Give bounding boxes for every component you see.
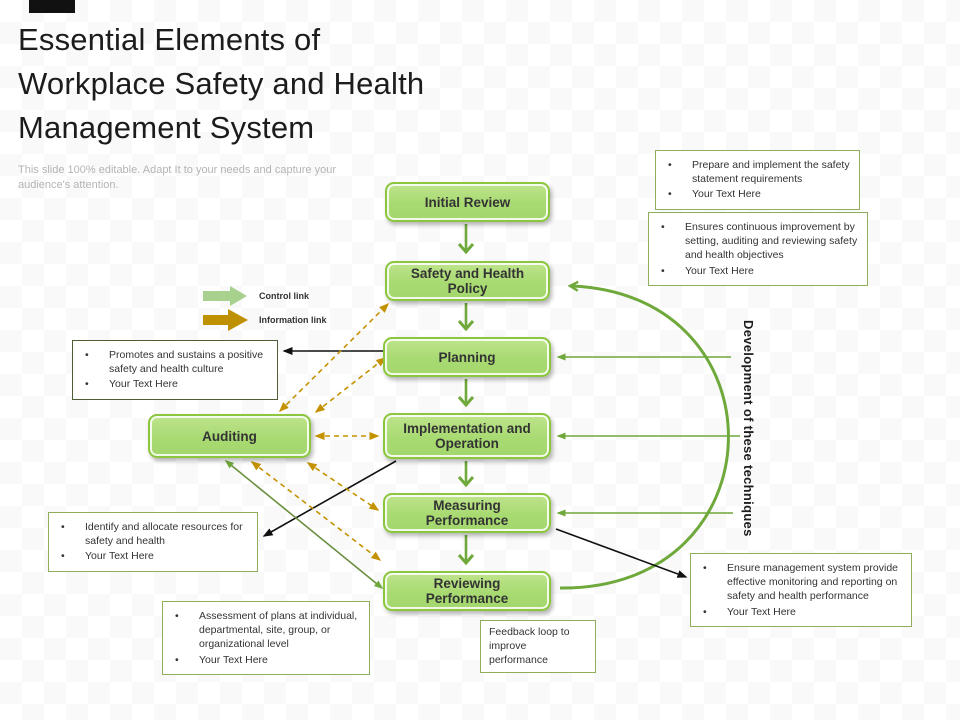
note-bullet: Your Text Here <box>73 377 271 391</box>
legend-information-link-label: Information link <box>259 315 327 325</box>
note-feedback-loop: Feedback loop to improve performance <box>480 620 596 673</box>
note-bullet: Your Text Here <box>49 549 251 563</box>
note-bullet: Your Text Here <box>691 605 905 619</box>
information-link-arrow <box>203 309 248 331</box>
feedback-arc <box>559 286 730 590</box>
arrow-measuring-to-ensure-note <box>555 528 688 578</box>
note-identify-resources: Identify and allocate resources for safe… <box>48 512 258 572</box>
note-prepare-statement: Prepare and implement the safety stateme… <box>655 150 860 210</box>
node-planning: Planning <box>383 337 551 377</box>
note-effective-monitoring: Ensure management system provide effecti… <box>690 553 912 627</box>
note-bullet: Assessment of plans at individual, depar… <box>163 609 363 652</box>
note-bullet: Ensures continuous improvement by settin… <box>649 220 861 263</box>
note-bullet: Your Text Here <box>649 264 861 278</box>
development-techniques-label: Development of these techniques <box>741 320 756 537</box>
node-safety-health-policy: Safety and Health Policy <box>385 261 550 301</box>
node-auditing: Auditing <box>148 414 311 458</box>
node-initial-review: Initial Review <box>385 182 550 222</box>
note-positive-culture: Promotes and sustains a positive safety … <box>72 340 278 400</box>
legend-control-link-label: Control link <box>259 291 309 301</box>
note-bullet: Identify and allocate resources for safe… <box>49 520 251 548</box>
page-title: Essential Elements of Workplace Safety a… <box>18 22 425 145</box>
note-bullet: Your Text Here <box>656 187 853 201</box>
note-bullet: Prepare and implement the safety stateme… <box>656 158 853 186</box>
note-bullet: Promotes and sustains a positive safety … <box>73 348 271 376</box>
note-assessment-plans: Assessment of plans at individual, depar… <box>162 601 370 675</box>
node-implementation-operation: Implementation and Operation <box>383 413 551 459</box>
note-continuous-improvement: Ensures continuous improvement by settin… <box>648 212 868 286</box>
control-link-arrow <box>203 286 247 306</box>
corner-decoration <box>29 0 75 13</box>
slide-subtitle: This slide 100% editable. Adapt It to yo… <box>18 164 336 191</box>
node-measuring-performance: Measuring Performance <box>383 493 551 533</box>
note-bullet: Ensure management system provide effecti… <box>691 561 905 604</box>
arrow-implementation-to-identify-note <box>262 460 397 537</box>
node-reviewing-performance: Reviewing Performance <box>383 571 551 611</box>
note-bullet: Your Text Here <box>163 653 363 667</box>
